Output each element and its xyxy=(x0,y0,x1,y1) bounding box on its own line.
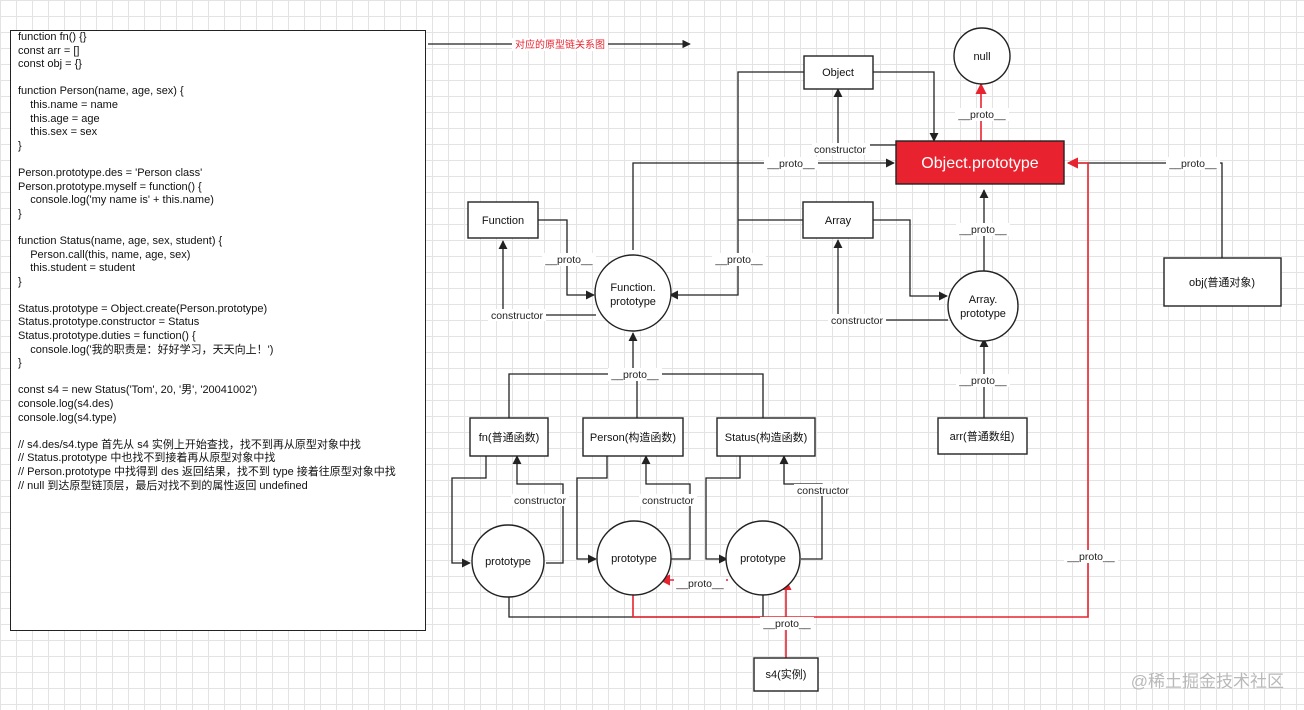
label-proto-object-function: __proto__ xyxy=(714,254,762,266)
code-line: this.student = student xyxy=(18,262,136,275)
label-constructor-array: constructor xyxy=(831,315,883,327)
label-constructor-function: constructor xyxy=(491,310,543,322)
header-arrow: 对应的原型链关系图 xyxy=(428,38,691,51)
node-person-shape xyxy=(582,417,684,457)
node-array-prototype-label-1: Array. xyxy=(969,294,998,306)
label-constructor-status: constructor xyxy=(797,485,849,497)
node-status-prototype-label: prototype xyxy=(740,553,786,565)
node-fn-prototype-shape xyxy=(471,524,545,598)
code-line: // s4.des/s4.type 首先从 s4 实例上开始查找，找不到再从原型… xyxy=(18,438,361,451)
node-status-prototype-shape xyxy=(725,520,801,596)
code-line: const s4 = new Status('Tom', 20, '男', '2… xyxy=(18,384,258,397)
code-line: this.name = name xyxy=(18,98,118,111)
node-arr-label: arr(普通数组) xyxy=(950,429,1015,443)
code-line: Status.prototype = Object.create(Person.… xyxy=(18,302,268,315)
node-obj-shape xyxy=(1163,257,1282,307)
label-proto-obj: __proto__ xyxy=(1168,158,1216,170)
code-line: function fn() {} xyxy=(18,31,87,43)
label-proto-null: __proto__ xyxy=(957,109,1005,121)
node-arr-shape xyxy=(937,417,1028,455)
code-line: console.log('my name is' + this.name) xyxy=(18,194,214,207)
label-proto-function: __proto__ xyxy=(544,254,592,266)
code-line: } xyxy=(18,139,22,152)
node-function-label: Function xyxy=(482,215,524,227)
node-array-label: Array xyxy=(825,215,852,227)
code-line: console.log('我的职责是：好好学习，天天向上！') xyxy=(18,343,274,356)
code-line: // Person.prototype 中找得到 des 返回结果，找不到 ty… xyxy=(18,466,396,478)
node-person-prototype-shape xyxy=(596,520,672,596)
code-panel: function fn() {}const arr = []const obj … xyxy=(10,30,426,631)
code-line: } xyxy=(18,275,22,288)
node-function-prototype-label-2: prototype xyxy=(610,296,656,308)
label-constructor-person: constructor xyxy=(642,495,694,507)
code-line: Person.prototype.myself = function() { xyxy=(18,180,202,193)
node-person-prototype-label: prototype xyxy=(611,553,657,565)
node-object-label: Object xyxy=(822,67,854,79)
label-constructor-object: constructor xyxy=(814,144,866,156)
node-function-shape xyxy=(467,201,539,239)
node-person-label: Person(构造函数) xyxy=(590,430,676,444)
label-proto-functions: __proto__ xyxy=(610,369,658,381)
watermark: @稀土掘金技术社区 xyxy=(1130,672,1284,691)
code-line: console.log(s4.type) xyxy=(18,411,117,424)
header-arrow-label: 对应的原型链关系图 xyxy=(515,38,605,51)
code-line: } xyxy=(18,357,22,370)
node-object-shape xyxy=(803,55,874,90)
node-object-prototype-shape xyxy=(895,140,1065,185)
code-line: Person.call(this, name, age, sex) xyxy=(18,248,191,261)
code-line: Status.prototype.constructor = Status xyxy=(18,316,200,329)
code-line: this.age = age xyxy=(18,112,100,125)
code-block: function fn() {}const arr = []const obj … xyxy=(11,31,425,493)
node-function-prototype-shape xyxy=(594,254,672,332)
code-line: function Status(name, age, sex, student)… xyxy=(18,234,223,247)
code-line: const arr = [] xyxy=(18,44,80,57)
node-array-prototype-shape xyxy=(947,270,1019,342)
node-null-shape xyxy=(953,27,1011,85)
node-fn-shape xyxy=(469,417,549,457)
code-line: // null 到达原型链顶层，最后对找不到的属性返回 undefined xyxy=(18,479,308,492)
label-proto-red-vertical: __proto__ xyxy=(1066,551,1114,563)
node-array-shape xyxy=(802,201,874,239)
code-line: const obj = {} xyxy=(18,58,82,71)
node-null-label: null xyxy=(973,51,990,63)
label-constructor-fn: constructor xyxy=(514,495,566,507)
code-line: Status.prototype.duties = function() { xyxy=(18,330,196,343)
label-proto-arr: __proto__ xyxy=(958,375,1006,387)
node-status-label: Status(构造函数) xyxy=(725,430,808,444)
code-line: console.log(s4.des) xyxy=(18,398,114,411)
code-line: function Person(name, age, sex) { xyxy=(18,85,184,98)
label-proto-array-prototype: __proto__ xyxy=(958,224,1006,236)
node-s4-shape xyxy=(753,657,819,692)
node-fn-label: fn(普通函数) xyxy=(479,430,540,444)
node-array-prototype-label-2: prototype xyxy=(960,308,1006,320)
label-proto-status-person: __proto__ xyxy=(675,578,723,590)
node-fn-prototype-label: prototype xyxy=(485,556,531,568)
node-s4-label: s4(实例) xyxy=(766,667,807,681)
node-object-prototype-label: Object.prototype xyxy=(921,155,1039,172)
node-obj-label: obj(普通对象) xyxy=(1189,275,1255,289)
code-line: // Status.prototype 中也找不到接着再从原型对象中找 xyxy=(18,452,276,465)
node-function-prototype-label-1: Function. xyxy=(610,282,655,294)
code-line: this.sex = sex xyxy=(18,126,98,139)
node-status-shape xyxy=(716,417,816,457)
label-proto-function-prototype: __proto__ xyxy=(766,158,814,170)
label-proto-s4: __proto__ xyxy=(762,618,810,630)
code-line: } xyxy=(18,207,22,220)
code-line: Person.prototype.des = 'Person class' xyxy=(18,166,203,179)
